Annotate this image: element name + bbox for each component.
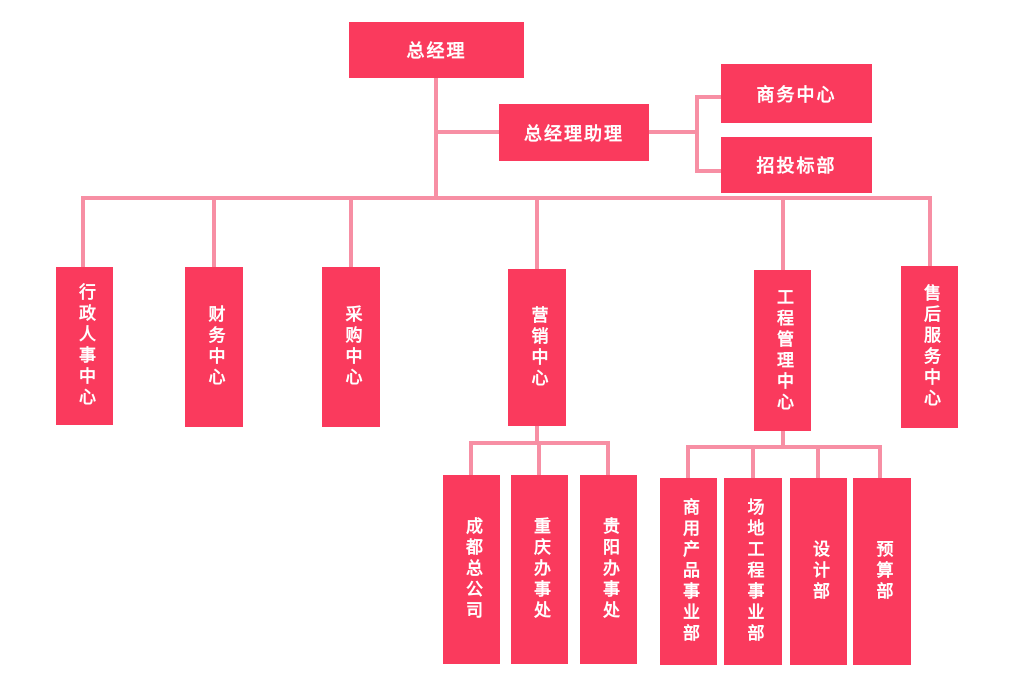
connector-drop-finance	[212, 196, 216, 267]
connector-marketing-drop-3	[606, 441, 610, 475]
connector-marketing-drop-1	[469, 441, 473, 475]
connector-marketing-drop-2	[537, 441, 541, 475]
connector-staff-branch	[695, 95, 699, 173]
node-label: 预算部	[872, 540, 893, 603]
node-label: 招投标部	[756, 156, 837, 177]
connector-drop-engineering	[781, 196, 785, 270]
node-label: 商用产品事业部	[679, 498, 699, 645]
node-label: 采购中心	[341, 305, 362, 389]
connector-drop-admin-hr	[81, 196, 85, 267]
node-label: 行政人事中心	[75, 283, 95, 409]
node-label: 总经理	[406, 41, 467, 62]
node-engineering-mgmt-center: 工程管理中心	[754, 270, 811, 431]
node-chongqing-office: 重庆办事处	[511, 475, 568, 664]
connector-business-center	[695, 95, 721, 99]
node-finance-center: 财务中心	[185, 267, 243, 427]
connector-engineering-stem	[781, 431, 785, 447]
connector-marketing-stem	[535, 426, 539, 443]
node-after-sales-center: 售后服务中心	[901, 266, 958, 428]
node-general-manager: 总经理	[349, 22, 524, 78]
node-label: 贵阳办事处	[599, 517, 619, 622]
node-bidding-dept: 招投标部	[721, 137, 872, 193]
node-label: 工程管理中心	[773, 287, 793, 414]
connector-trunk	[81, 196, 932, 200]
node-site-engineering-div: 场地工程事业部	[724, 478, 782, 665]
node-design-dept: 设计部	[790, 478, 847, 665]
node-commercial-products-div: 商用产品事业部	[660, 478, 717, 665]
node-marketing-center: 营销中心	[508, 269, 566, 426]
node-budget-dept: 预算部	[853, 478, 911, 665]
node-label: 重庆办事处	[530, 517, 550, 622]
connector-root-drop	[434, 78, 438, 197]
connector-engineering-drop-1	[686, 445, 690, 478]
node-label: 总经理助理	[524, 123, 624, 145]
node-label: 设计部	[809, 540, 829, 603]
connector-bidding-dept	[695, 169, 721, 173]
node-label: 场地工程事业部	[743, 498, 764, 645]
connector-engineering-drop-3	[816, 445, 820, 478]
node-label: 财务中心	[204, 305, 225, 389]
connector-engineering-drop-4	[878, 445, 882, 478]
connector-drop-procurement	[349, 196, 353, 267]
node-label: 商务中心	[756, 84, 837, 106]
node-chengdu-hq: 成都总公司	[443, 475, 500, 664]
connector-engineering-rail	[686, 445, 882, 449]
node-label: 成都总公司	[462, 517, 482, 622]
connector-engineering-drop-2	[751, 445, 755, 478]
connector-drop-marketing	[535, 196, 539, 269]
node-label: 售后服务中心	[920, 284, 940, 410]
node-admin-hr-center: 行政人事中心	[56, 267, 113, 425]
node-label: 营销中心	[527, 305, 548, 390]
node-business-center: 商务中心	[721, 64, 872, 123]
node-gm-assistant: 总经理助理	[499, 104, 649, 161]
node-guiyang-office: 贵阳办事处	[580, 475, 637, 664]
connector-assistant-right	[649, 130, 699, 134]
connector-drop-after-sales	[928, 196, 932, 266]
node-procurement-center: 采购中心	[322, 267, 380, 427]
connector-assistant-left	[434, 130, 499, 134]
